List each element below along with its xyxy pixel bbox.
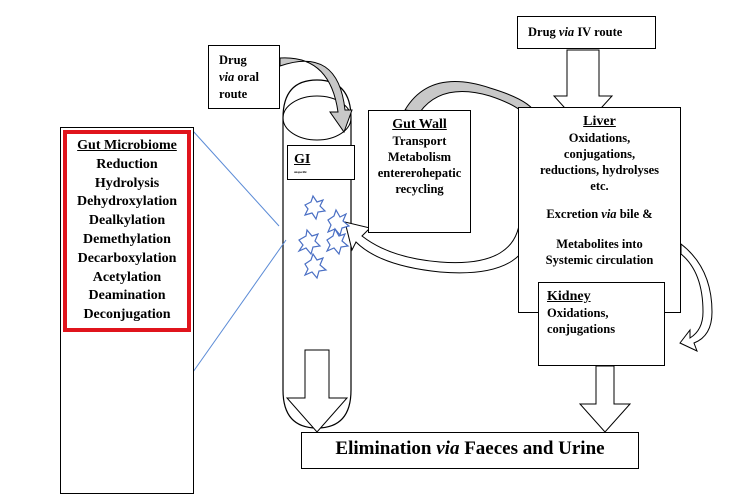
microbe-icon — [303, 252, 328, 280]
microbe-icon — [297, 228, 322, 256]
liver-excretion-via: via — [601, 207, 617, 221]
gut-microbiome-item: Decarboxylation — [77, 250, 177, 266]
gut-microbiome-box: Gut Microbiome Reduction Hydrolysis Dehy… — [63, 130, 191, 332]
liver-excretion-prefix: Excretion — [546, 207, 602, 221]
gut-microbiome-item: Hydrolysis — [94, 175, 160, 191]
gut-wall-line: Transport — [392, 134, 447, 148]
gut-wall-line: entererohepatic — [377, 166, 462, 180]
kidney-line: Oxidations, — [547, 306, 609, 320]
oral-route-arrow — [279, 57, 353, 134]
gut-wall-title: Gut Wall — [369, 117, 470, 133]
enterohepatic-recycling-arrow — [344, 211, 533, 274]
microbe-icon — [326, 208, 351, 237]
liver-metabolites-line1: Metabolites into — [556, 237, 643, 251]
kidney-down-arrow — [578, 365, 632, 433]
liver-metabolites-line2: Systemic circulation — [545, 253, 654, 267]
iv-route-suffix: IV route — [574, 25, 623, 39]
oral-route-via: via — [219, 70, 235, 84]
kidney-title-text: Kidney — [547, 289, 591, 304]
liver-title-text: Liver — [583, 114, 616, 129]
iv-route-prefix: Drug — [528, 25, 559, 39]
kidney-line: conjugations — [547, 322, 616, 336]
kidney-box: Kidney Oxidations, conjugations — [538, 282, 665, 366]
gi-box: GI unspecific — [287, 145, 355, 180]
connector-line-top — [192, 130, 280, 227]
oral-route-line1: Drug — [219, 53, 247, 67]
liver-excretion: Excretion via bile & — [519, 206, 680, 222]
gut-microbiome-title-text: Gut Microbiome — [77, 138, 177, 153]
gi-title: GI — [294, 152, 311, 167]
oral-route-line4: route — [219, 87, 248, 101]
gut-microbiome-item: Reduction — [96, 156, 158, 172]
liver-to-kidney-arrow — [679, 242, 713, 352]
gi-down-arrow — [285, 349, 349, 433]
oral-route-box: Drug via oral route — [208, 45, 280, 109]
elimination-suffix: Faeces and Urine — [459, 438, 605, 459]
elimination-box: Elimination via Faeces and Urine — [301, 432, 639, 469]
microbe-icon — [325, 227, 350, 256]
iv-route-box: Drug via IV route — [517, 16, 656, 49]
liver-line: Oxidations, — [568, 131, 631, 145]
liver-title: Liver — [519, 114, 680, 130]
liver-excretion-suffix: bile & — [616, 207, 653, 221]
gut-microbiome-item: Deamination — [88, 288, 166, 304]
gut-microbiome-title: Gut Microbiome — [67, 137, 187, 156]
gut-microbiome-item: Acetylation — [92, 269, 162, 285]
gut-microbiome-item: Demethylation — [83, 231, 171, 247]
liver-line: etc. — [590, 179, 609, 193]
gut-microbiome-item: Dehydroxylation — [76, 194, 178, 210]
gut-wall-line: Metabolism — [387, 150, 452, 164]
oral-route-line2: via oral — [219, 69, 279, 86]
liver-line: conjugations, — [563, 147, 636, 161]
kidney-title: Kidney — [547, 289, 664, 305]
liver-box: Liver Oxidations, conjugations, reductio… — [518, 107, 681, 313]
gut-wall-line: recycling — [395, 182, 444, 196]
iv-route-via: via — [558, 25, 575, 39]
gut-microbiome-item: Dealkylation — [88, 213, 166, 229]
gut-wall-box: Gut Wall Transport Metabolism entererohe… — [368, 110, 471, 233]
connector-line-bottom — [192, 239, 287, 373]
gut-microbiome-item: Deconjugation — [83, 307, 171, 323]
gi-tract-top-ellipse — [282, 95, 352, 141]
gut-wall-title-text: Gut Wall — [392, 117, 447, 132]
elimination-prefix: Elimination — [335, 438, 437, 459]
oral-route-oral: oral — [234, 70, 259, 84]
microbe-cluster — [297, 194, 351, 280]
microbe-icon — [303, 194, 327, 221]
elimination-via: via — [436, 438, 460, 459]
gi-small-text: unspecific — [294, 170, 307, 174]
liver-line: reductions, hydrolyses — [539, 163, 659, 177]
